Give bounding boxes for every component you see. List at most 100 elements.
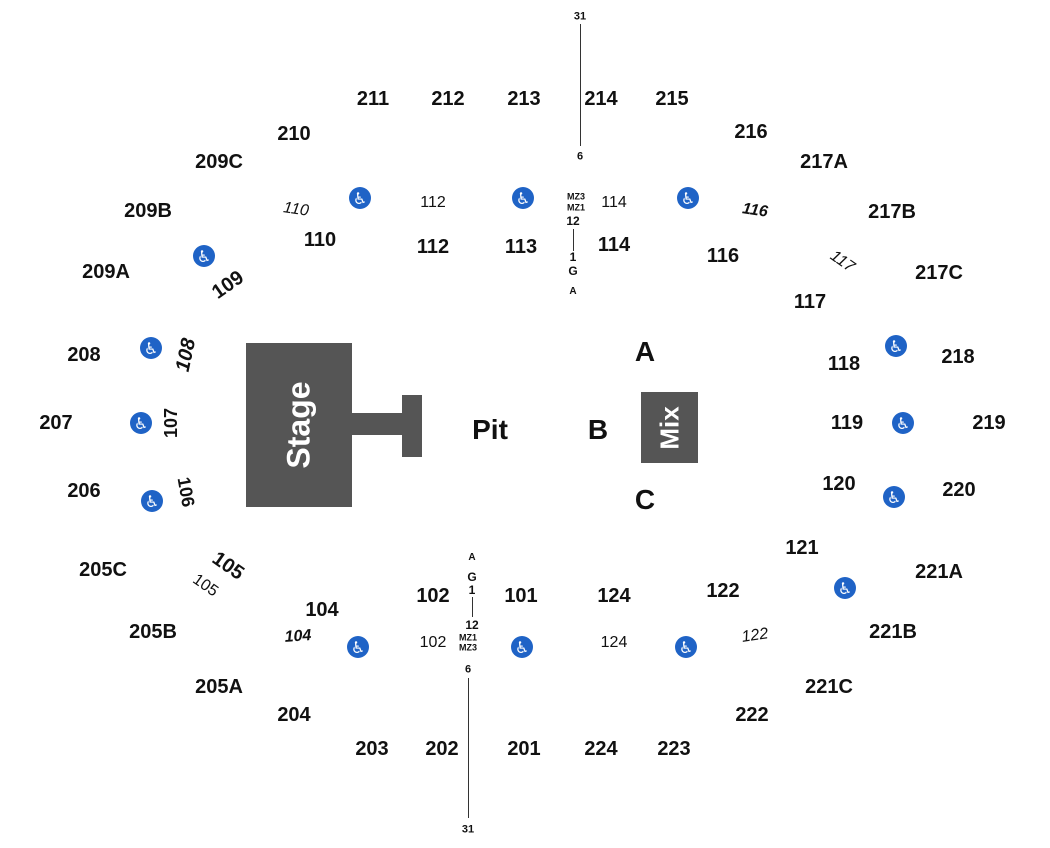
wheelchair-icon[interactable]: ♿ — [675, 636, 697, 658]
section-221c[interactable]: 221C — [805, 676, 853, 698]
top-marker-short-line — [573, 229, 574, 251]
section-217b[interactable]: 217B — [868, 201, 916, 223]
section-201[interactable]: 201 — [507, 738, 541, 760]
section-213[interactable]: 213 — [507, 88, 541, 110]
wheelchair-icon[interactable]: ♿ — [140, 337, 162, 359]
section-102-row-label: 102 — [419, 634, 447, 651]
runway — [352, 413, 404, 435]
bottom-marker-mz1: MZ1 — [459, 632, 477, 643]
section-219[interactable]: 219 — [972, 412, 1006, 434]
section-107[interactable]: 107 — [161, 407, 181, 439]
section-110[interactable]: 110 — [303, 229, 337, 251]
top-marker-line — [580, 24, 581, 146]
section-112-row-label: 112 — [420, 194, 446, 211]
section-224[interactable]: 224 — [584, 738, 618, 760]
bottom-marker-g: G — [467, 570, 477, 584]
section-120[interactable]: 120 — [822, 473, 856, 495]
stage[interactable]: Stage — [246, 343, 352, 507]
wheelchair-icon[interactable]: ♿ — [512, 187, 534, 209]
bottom-marker-12: 12 — [465, 618, 479, 632]
floor-section-c[interactable]: C — [634, 484, 656, 515]
section-104[interactable]: 104 — [305, 599, 339, 621]
top-marker-6: 6 — [576, 150, 584, 163]
section-205a[interactable]: 205A — [195, 676, 243, 698]
top-marker-mz3: MZ3 — [567, 191, 585, 202]
section-212[interactable]: 212 — [431, 88, 465, 110]
section-210[interactable]: 210 — [277, 123, 311, 145]
section-220[interactable]: 220 — [942, 479, 976, 501]
section-206[interactable]: 206 — [67, 480, 101, 502]
top-marker-12: 12 — [566, 214, 580, 228]
section-205c[interactable]: 205C — [79, 559, 127, 581]
bottom-marker-31: 31 — [461, 823, 475, 836]
top-marker-1: 1 — [569, 250, 577, 264]
section-214[interactable]: 214 — [584, 88, 618, 110]
section-119[interactable]: 119 — [830, 412, 864, 434]
wheelchair-icon[interactable]: ♿ — [834, 577, 856, 599]
section-223[interactable]: 223 — [657, 738, 691, 760]
section-217c[interactable]: 217C — [915, 262, 963, 284]
mix-label: Mix — [654, 405, 684, 450]
section-205b[interactable]: 205B — [129, 621, 177, 643]
section-124[interactable]: 124 — [597, 585, 631, 607]
section-207[interactable]: 207 — [39, 412, 73, 434]
bottom-marker-line — [468, 678, 469, 818]
stage-label: Stage — [280, 381, 317, 469]
section-211[interactable]: 211 — [356, 88, 390, 110]
section-108[interactable]: 108 — [171, 336, 201, 374]
section-113[interactable]: 113 — [504, 236, 538, 258]
section-221b[interactable]: 221B — [869, 621, 917, 643]
wheelchair-icon[interactable]: ♿ — [511, 636, 533, 658]
section-122-row-label: 122 — [740, 625, 770, 646]
section-209a[interactable]: 209A — [82, 261, 130, 283]
section-204[interactable]: 204 — [277, 704, 311, 726]
section-109[interactable]: 109 — [208, 266, 248, 304]
section-101[interactable]: 101 — [504, 585, 538, 607]
wheelchair-icon[interactable]: ♿ — [347, 636, 369, 658]
section-105-row-label: 105 — [189, 570, 222, 601]
section-121[interactable]: 121 — [785, 537, 819, 559]
section-222[interactable]: 222 — [735, 704, 769, 726]
section-217a[interactable]: 217A — [800, 151, 848, 173]
section-122[interactable]: 122 — [706, 580, 740, 602]
section-216[interactable]: 216 — [734, 121, 768, 143]
section-221a[interactable]: 221A — [915, 561, 963, 583]
section-104-row-label: 104 — [284, 627, 312, 646]
section-218[interactable]: 218 — [941, 346, 975, 368]
section-202[interactable]: 202 — [425, 738, 459, 760]
section-208[interactable]: 208 — [67, 344, 101, 366]
section-203[interactable]: 203 — [355, 738, 389, 760]
section-117-row-label: 117 — [826, 247, 858, 276]
bottom-marker-6: 6 — [464, 663, 472, 676]
section-106[interactable]: 106 — [173, 475, 199, 509]
floor-section-a[interactable]: A — [634, 336, 656, 367]
bottom-marker-1: 1 — [468, 583, 476, 597]
top-marker-mz1: MZ1 — [567, 202, 585, 213]
bottom-marker-a: A — [468, 552, 476, 563]
wheelchair-icon[interactable]: ♿ — [141, 490, 163, 512]
section-209c[interactable]: 209C — [195, 151, 243, 173]
wheelchair-icon[interactable]: ♿ — [130, 412, 152, 434]
mix-booth: Mix — [641, 392, 698, 463]
section-209b[interactable]: 209B — [124, 200, 172, 222]
section-117[interactable]: 117 — [793, 291, 827, 313]
section-118[interactable]: 118 — [827, 353, 861, 375]
wheelchair-icon[interactable]: ♿ — [193, 245, 215, 267]
section-112[interactable]: 112 — [416, 236, 450, 258]
section-114[interactable]: 114 — [597, 234, 631, 256]
floor-section-b[interactable]: B — [587, 414, 609, 445]
section-114-row-label: 114 — [601, 194, 627, 211]
section-116[interactable]: 116 — [706, 245, 740, 267]
wheelchair-icon[interactable]: ♿ — [677, 187, 699, 209]
section-116-row-label: 116 — [741, 200, 769, 221]
wheelchair-icon[interactable]: ♿ — [892, 412, 914, 434]
section-215[interactable]: 215 — [655, 88, 689, 110]
pit-section[interactable]: Pit — [472, 414, 508, 445]
section-102[interactable]: 102 — [416, 585, 450, 607]
section-110-row-label: 110 — [282, 199, 310, 220]
wheelchair-icon[interactable]: ♿ — [885, 335, 907, 357]
bottom-marker-mz3: MZ3 — [459, 642, 477, 653]
wheelchair-icon[interactable]: ♿ — [883, 486, 905, 508]
section-105[interactable]: 105 — [208, 547, 248, 585]
wheelchair-icon[interactable]: ♿ — [349, 187, 371, 209]
